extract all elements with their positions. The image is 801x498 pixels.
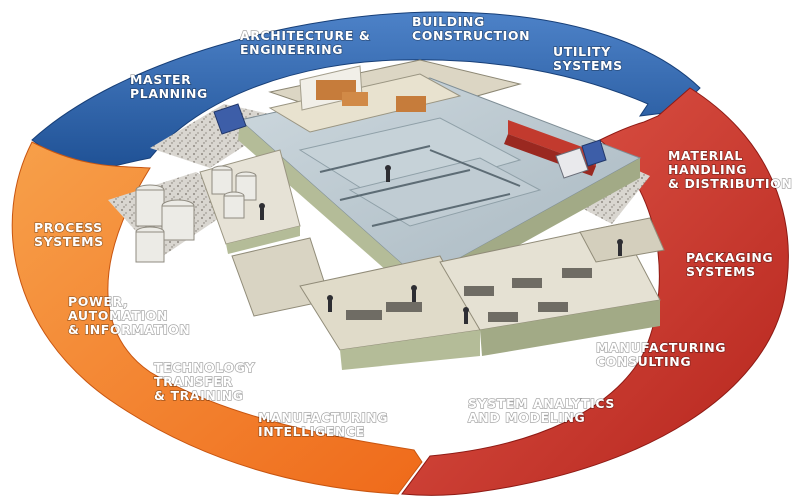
label-line: MATERIAL	[668, 148, 743, 163]
label-line: BUILDING	[412, 14, 485, 29]
label-line: POWER,	[68, 294, 128, 309]
label-line: TRANSFER	[154, 374, 233, 389]
blue-segment-label: ARCHITECTURE &ENGINEERING	[240, 28, 370, 57]
label-line: CONSULTING	[596, 354, 691, 369]
label-line: SYSTEMS	[686, 264, 756, 279]
label-line: SYSTEMS	[34, 234, 104, 249]
label-line: ENGINEERING	[240, 42, 343, 57]
label-line: & TRAINING	[154, 388, 244, 403]
label-line: SYSTEMS	[553, 58, 623, 73]
blue-ring-segment	[31, 11, 701, 177]
label-line: MANUFACTURING	[258, 410, 388, 425]
label-line: PROCESS	[34, 220, 103, 235]
orange-ring-segment	[11, 141, 423, 495]
label-line: SYSTEM ANALYTICS	[468, 396, 615, 411]
label-line: & INFORMATION	[68, 322, 190, 337]
label-line: HANDLING	[668, 162, 747, 177]
label-line: TECHNOLOGY	[154, 360, 255, 375]
label-line: MASTER	[130, 72, 191, 87]
label-line: INTELLIGENCE	[258, 424, 365, 439]
label-line: ARCHITECTURE &	[240, 28, 370, 43]
orange-segment-label: POWER,AUTOMATION& INFORMATION	[68, 294, 190, 337]
isometric-factory-illustration	[108, 59, 665, 370]
label-line: CONSTRUCTION	[412, 28, 530, 43]
label-line: PACKAGING	[686, 250, 773, 265]
label-line: MANUFACTURING	[596, 340, 726, 355]
label-line: AUTOMATION	[68, 308, 168, 323]
label-line: AND MODELING	[468, 410, 585, 425]
label-line: UTILITY	[553, 44, 611, 59]
label-line: PLANNING	[130, 86, 208, 101]
label-line: & DISTRIBUTION	[668, 176, 792, 191]
